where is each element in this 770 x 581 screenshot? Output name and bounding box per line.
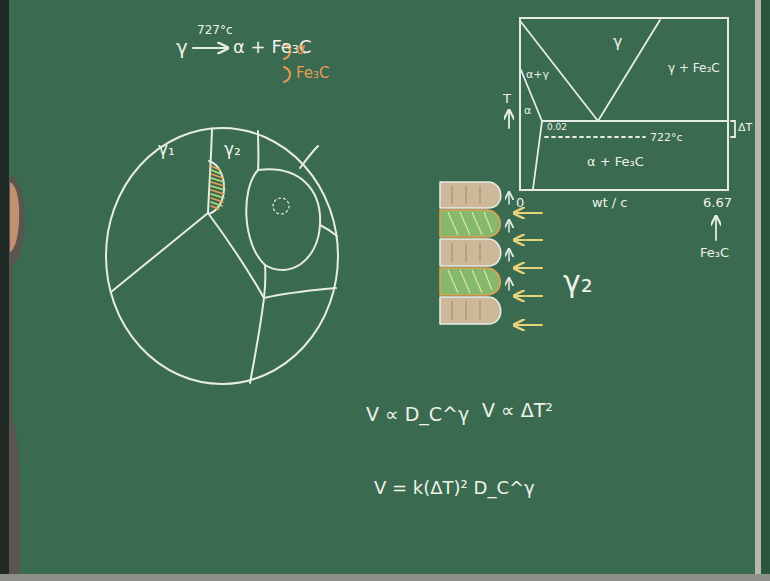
equation: V = k(ΔT)² D_C^γ (374, 478, 535, 498)
phase-field: γ (613, 33, 622, 51)
lecturer (9, 175, 24, 581)
board-frame (755, 0, 761, 581)
grain-label: γ₁ (158, 140, 175, 159)
growth-arrows (514, 213, 542, 325)
phase-symbol: γ (176, 36, 188, 58)
pearlite-nodule (209, 161, 224, 214)
axis-label: wt / c (592, 196, 628, 210)
board-edge (0, 0, 9, 581)
diffusion-arrows (508, 192, 510, 290)
grain-boundary (320, 225, 337, 236)
grain-boundary (111, 213, 208, 292)
temperature-label: 722°c (650, 132, 683, 144)
phase-field: α+γ (526, 69, 549, 81)
grain-label: γ₂ (563, 265, 593, 298)
composition-label: 0.02 (547, 123, 567, 133)
grain-boundary (264, 288, 336, 298)
lecturer-face (10, 182, 19, 252)
phase-field: α + Fe₃C (587, 155, 644, 169)
equation: V ∝ D_C^γ (366, 404, 469, 425)
phase-label: Fe₃C (700, 246, 729, 260)
axis-tick: 0 (516, 196, 524, 210)
phase-boundaries (509, 20, 735, 240)
grain-boundary (257, 131, 259, 170)
temperature-label: 727°c (197, 24, 233, 37)
phase-diagram-box: γ γ + Fe₃C α+γ α 0.02 722°c α + Fe₃C (519, 17, 729, 191)
grain-boundary (208, 213, 264, 298)
phase-label: α (296, 41, 306, 58)
grain-boundary (250, 298, 264, 383)
phase-field: α (524, 105, 531, 117)
chalk-ledge (0, 574, 770, 581)
phase-label: Fe₃C (296, 65, 330, 82)
undercooling-label: ΔT (738, 122, 752, 134)
grain-boundary (264, 265, 265, 298)
axis-label: T (503, 92, 511, 106)
next-board (761, 0, 770, 581)
grain-boundary (300, 146, 318, 168)
phase-field: γ + Fe₃C (668, 62, 720, 75)
grain-label: γ₂ (224, 140, 241, 159)
chalk-lines (106, 48, 338, 384)
nodule-lamellae (211, 166, 225, 209)
equation: V ∝ ΔT² (482, 400, 553, 421)
reaction-arrow (193, 47, 228, 49)
pearlite-colony (440, 182, 501, 324)
axis-tick: 6.67 (703, 196, 732, 210)
grain-boundary (246, 169, 320, 270)
nucleus-site (273, 198, 289, 214)
polycrystal-outline (106, 128, 338, 384)
